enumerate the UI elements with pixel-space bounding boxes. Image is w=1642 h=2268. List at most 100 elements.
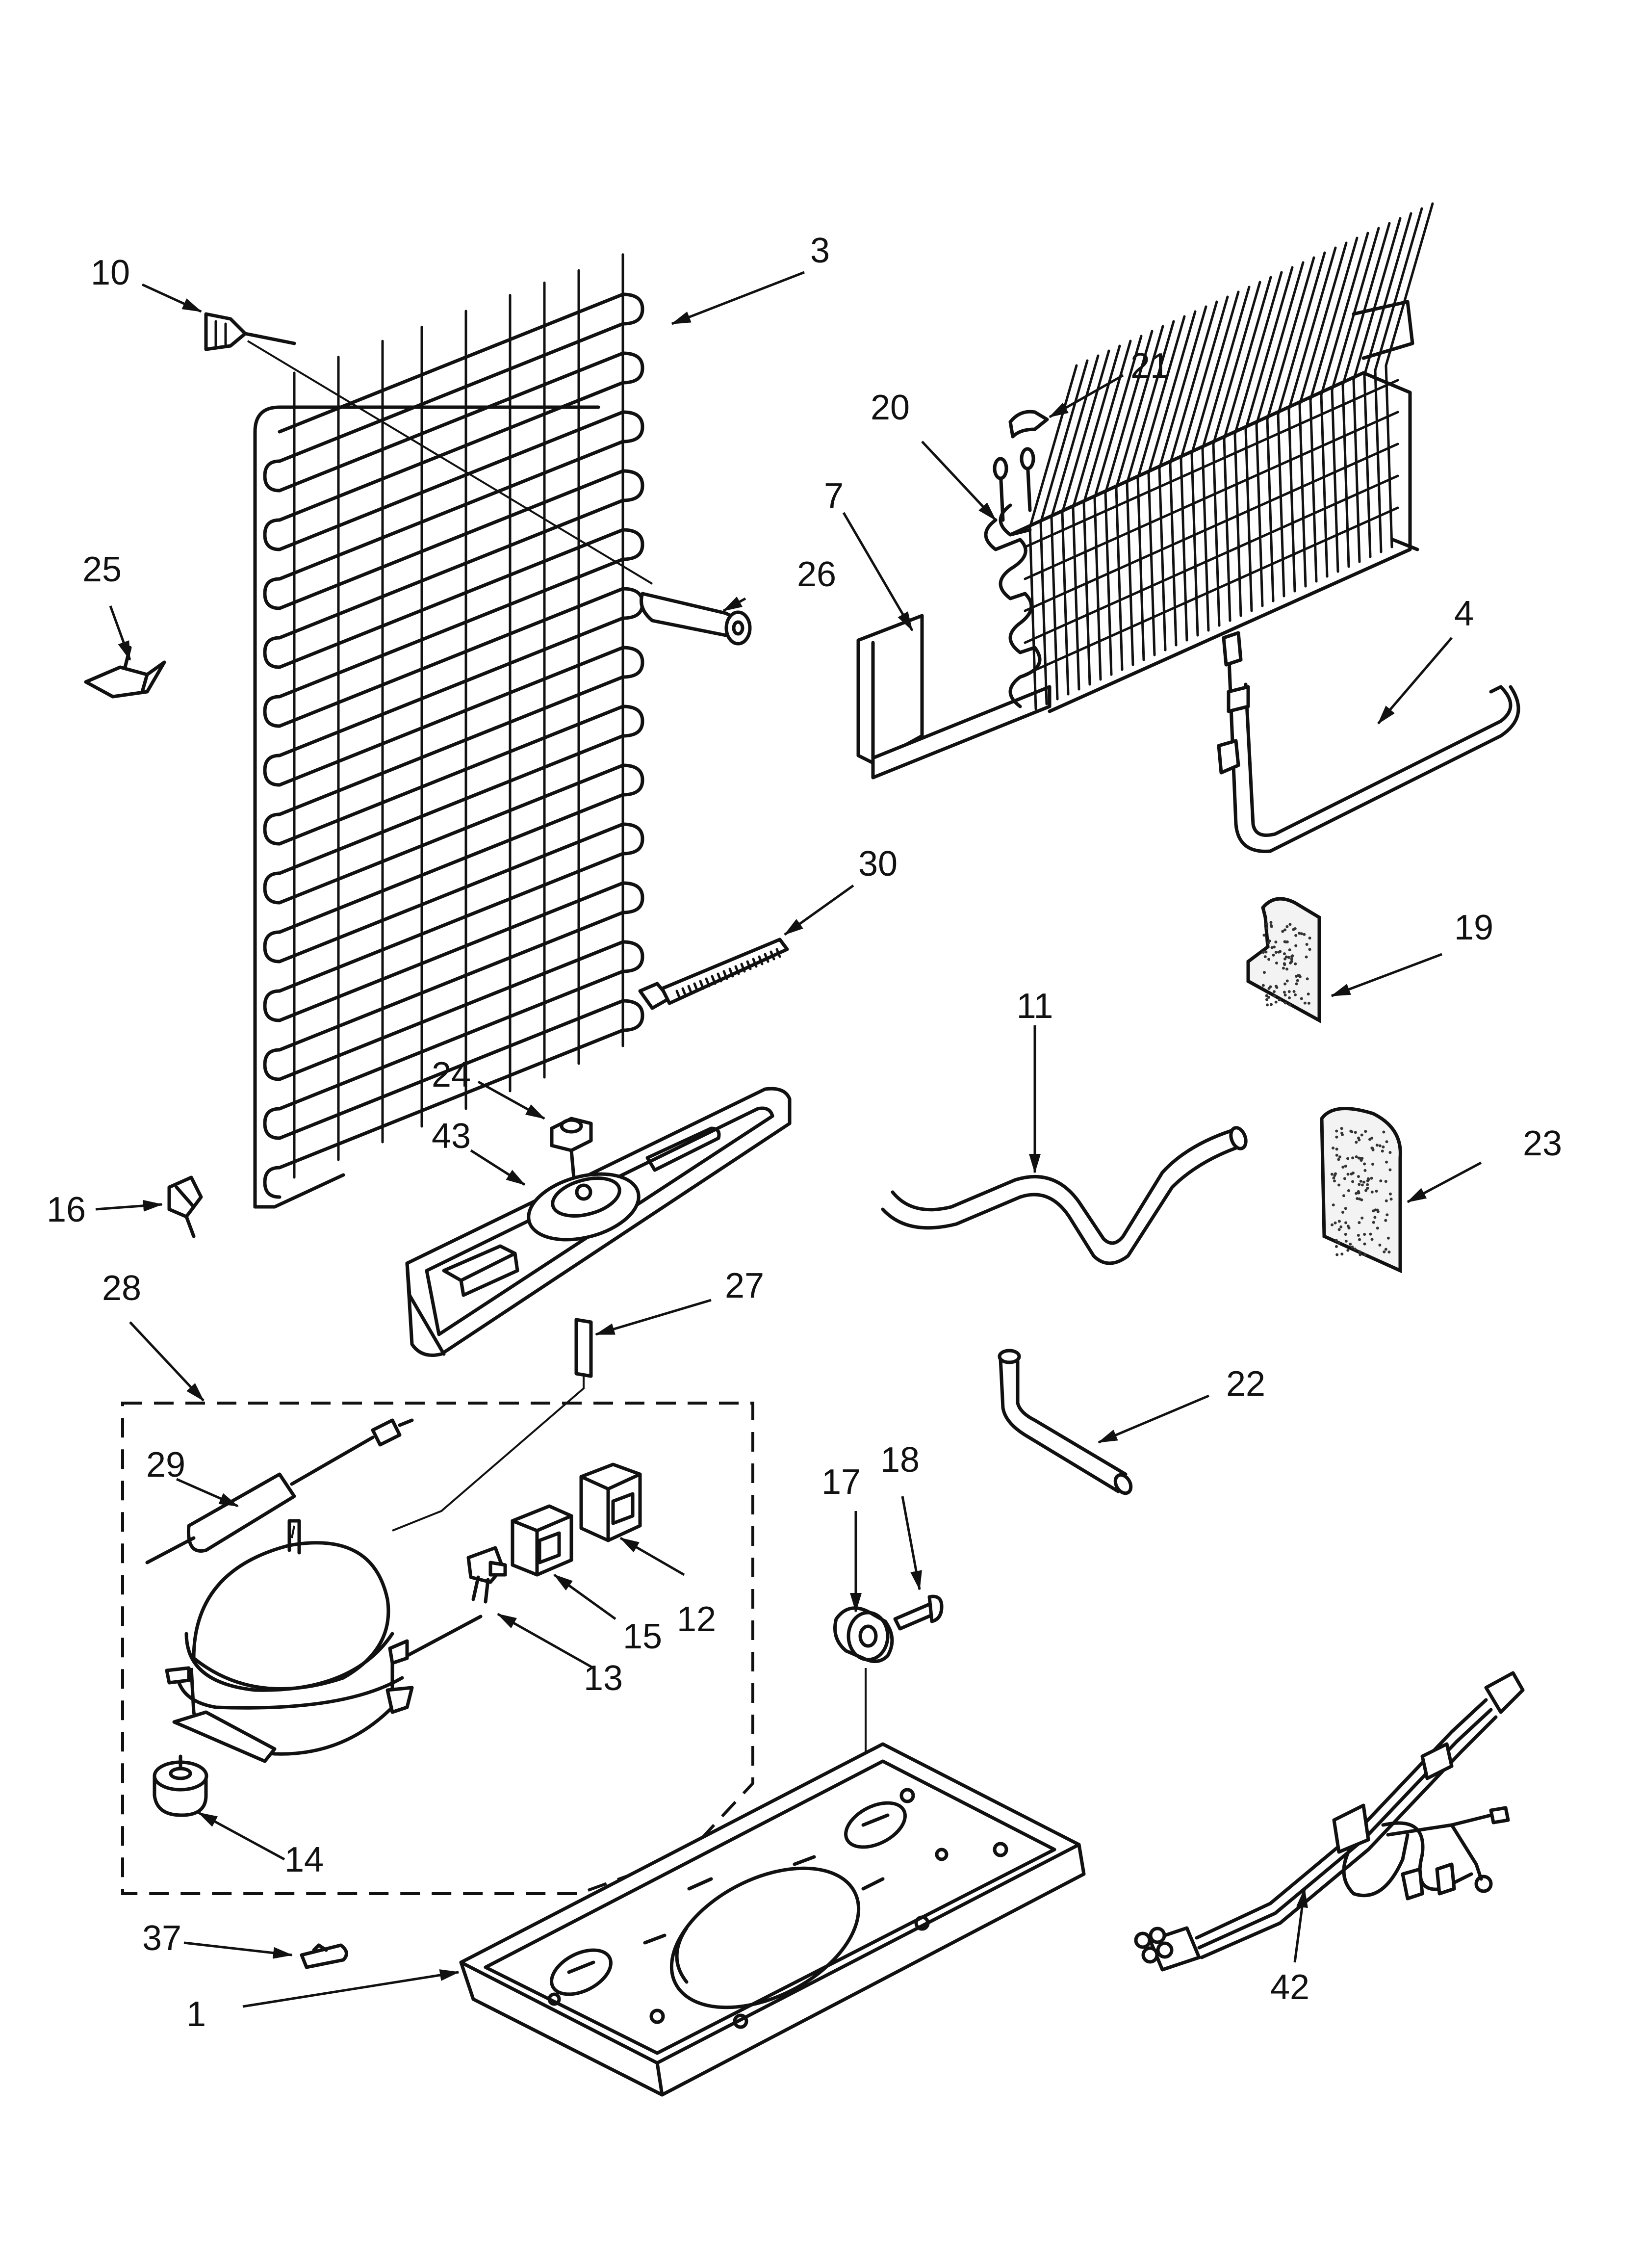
evaporator-fin bbox=[1039, 359, 1089, 705]
foam-texture-dot bbox=[1371, 1163, 1374, 1166]
cable-tie-tooth bbox=[728, 967, 734, 978]
foam-texture-dot bbox=[1288, 923, 1292, 926]
foam-texture-dot bbox=[1366, 1177, 1370, 1180]
leader-arrows bbox=[95, 271, 1482, 2008]
foam-texture-dot bbox=[1274, 1000, 1278, 1004]
foam-texture-dot bbox=[1285, 967, 1289, 971]
foam-texture-dot bbox=[1332, 1176, 1335, 1180]
cable-tie-tooth bbox=[770, 950, 775, 961]
callout-19: 19 bbox=[1454, 908, 1493, 947]
evaporator-fin bbox=[1331, 227, 1380, 573]
foam-texture-dot bbox=[1332, 1147, 1335, 1150]
callout-16: 16 bbox=[47, 1190, 86, 1229]
foam-texture-dot bbox=[1285, 979, 1289, 983]
foam-texture-dot bbox=[1363, 1169, 1367, 1172]
coil-loop bbox=[278, 940, 644, 1111]
foam-texture-dot bbox=[1351, 1156, 1355, 1160]
foam-texture-dot bbox=[1388, 1151, 1392, 1154]
callout-3: 3 bbox=[810, 231, 830, 270]
roller-part-17 bbox=[833, 1606, 894, 1663]
foam-texture-dot bbox=[1344, 1164, 1347, 1168]
foam-texture-dot bbox=[1294, 944, 1298, 947]
foam-texture-dot bbox=[1372, 1209, 1375, 1213]
foam-texture-dot bbox=[1355, 1192, 1358, 1195]
foam-texture-dot bbox=[1288, 948, 1291, 952]
evaporator-tube bbox=[1024, 379, 1399, 548]
foam-texture-dot bbox=[1344, 1232, 1347, 1236]
foam-texture-dot bbox=[1337, 1228, 1341, 1231]
foam-texture-dot bbox=[1272, 953, 1275, 957]
cable-tie-tooth bbox=[752, 958, 758, 968]
evaporator-fin bbox=[1136, 315, 1186, 661]
foam-texture-dot bbox=[1344, 1207, 1347, 1210]
foam-texture-dot bbox=[1290, 960, 1293, 963]
foam-texture-dot bbox=[1295, 982, 1298, 986]
foam-texture-dot bbox=[1265, 1003, 1269, 1007]
foam-texture-dot bbox=[1354, 1131, 1357, 1134]
foam-texture-dot bbox=[1265, 926, 1269, 930]
callout-26: 26 bbox=[797, 555, 836, 594]
spacer-part-26 bbox=[640, 592, 752, 646]
plug-pin bbox=[1149, 1927, 1166, 1944]
overload-part-13 bbox=[466, 1546, 507, 1604]
coil-loop-return bbox=[263, 518, 282, 551]
cable-tie-tooth bbox=[764, 953, 770, 963]
foam-texture-dot bbox=[1358, 1238, 1361, 1241]
evaporator-fin bbox=[1169, 300, 1218, 647]
coil-loop-return bbox=[263, 1048, 282, 1081]
nut-part-24 bbox=[550, 1117, 593, 1179]
clip-part-21 bbox=[1008, 410, 1049, 439]
foam-texture-dot bbox=[1375, 1144, 1379, 1147]
callout-14: 14 bbox=[284, 1840, 324, 1879]
foam-texture-dot bbox=[1337, 1183, 1341, 1187]
foam-texture-dot bbox=[1298, 932, 1301, 935]
callout-10: 10 bbox=[91, 253, 130, 292]
foam-texture-dot bbox=[1283, 993, 1287, 997]
evaporator-fin bbox=[1385, 202, 1434, 548]
foam-texture-dot bbox=[1360, 1159, 1363, 1162]
foam-texture-dot bbox=[1378, 1144, 1382, 1147]
foam-texture-dot bbox=[1268, 939, 1271, 943]
foam-texture-dot bbox=[1381, 1149, 1384, 1153]
foam-texture-dot bbox=[1360, 1133, 1363, 1137]
foam-texture-dot bbox=[1303, 1001, 1307, 1005]
grommet-part-14 bbox=[153, 1754, 208, 1817]
foam-texture-dot bbox=[1333, 1179, 1336, 1183]
foam-block-part-23 bbox=[1320, 1107, 1402, 1274]
foam-texture-dot bbox=[1294, 993, 1297, 996]
foam-texture-dot bbox=[1264, 950, 1268, 954]
evaporator-fin bbox=[1104, 330, 1154, 676]
foam-texture-dot bbox=[1368, 1138, 1372, 1141]
foam-texture-dot bbox=[1296, 974, 1300, 977]
foam-texture-dot bbox=[1335, 1129, 1338, 1133]
foam-texture-dot bbox=[1376, 1226, 1379, 1230]
coil-loop-return bbox=[263, 930, 282, 964]
foam-texture-dot bbox=[1330, 1173, 1334, 1176]
foam-texture-dot bbox=[1366, 1186, 1369, 1190]
evaporator-fin bbox=[1190, 290, 1240, 637]
tube-part-22 bbox=[998, 1349, 1133, 1495]
coil-loop-return bbox=[263, 754, 282, 787]
foam-texture-dot bbox=[1389, 1198, 1393, 1201]
foam-texture-dot bbox=[1351, 1180, 1355, 1183]
coil-loop bbox=[278, 587, 644, 757]
foam-texture-dot bbox=[1337, 1158, 1340, 1161]
evaporator-fin bbox=[1223, 276, 1272, 622]
foam-texture-dot bbox=[1344, 1239, 1348, 1243]
base-pan-part-1 bbox=[459, 1742, 1086, 2097]
foam-texture-dot bbox=[1342, 1194, 1346, 1198]
foam-texture-dot bbox=[1363, 1162, 1366, 1166]
foam-texture-dot bbox=[1275, 985, 1278, 988]
foam-texture-dot bbox=[1386, 1236, 1390, 1240]
cable-tie-tooth bbox=[740, 963, 746, 973]
foam-texture-dot bbox=[1335, 1147, 1338, 1151]
defrost-heater-part-4 bbox=[1217, 631, 1520, 853]
evaporator-fin bbox=[1082, 339, 1132, 686]
foam-texture-dot bbox=[1265, 998, 1268, 1001]
evaporator-fin bbox=[1341, 222, 1391, 568]
foam-texture-dot bbox=[1283, 991, 1286, 994]
coil-loop bbox=[278, 704, 644, 875]
foam-texture-dot bbox=[1284, 955, 1288, 959]
foam-texture-dot bbox=[1273, 994, 1276, 998]
foam-texture-dot bbox=[1340, 1252, 1344, 1256]
